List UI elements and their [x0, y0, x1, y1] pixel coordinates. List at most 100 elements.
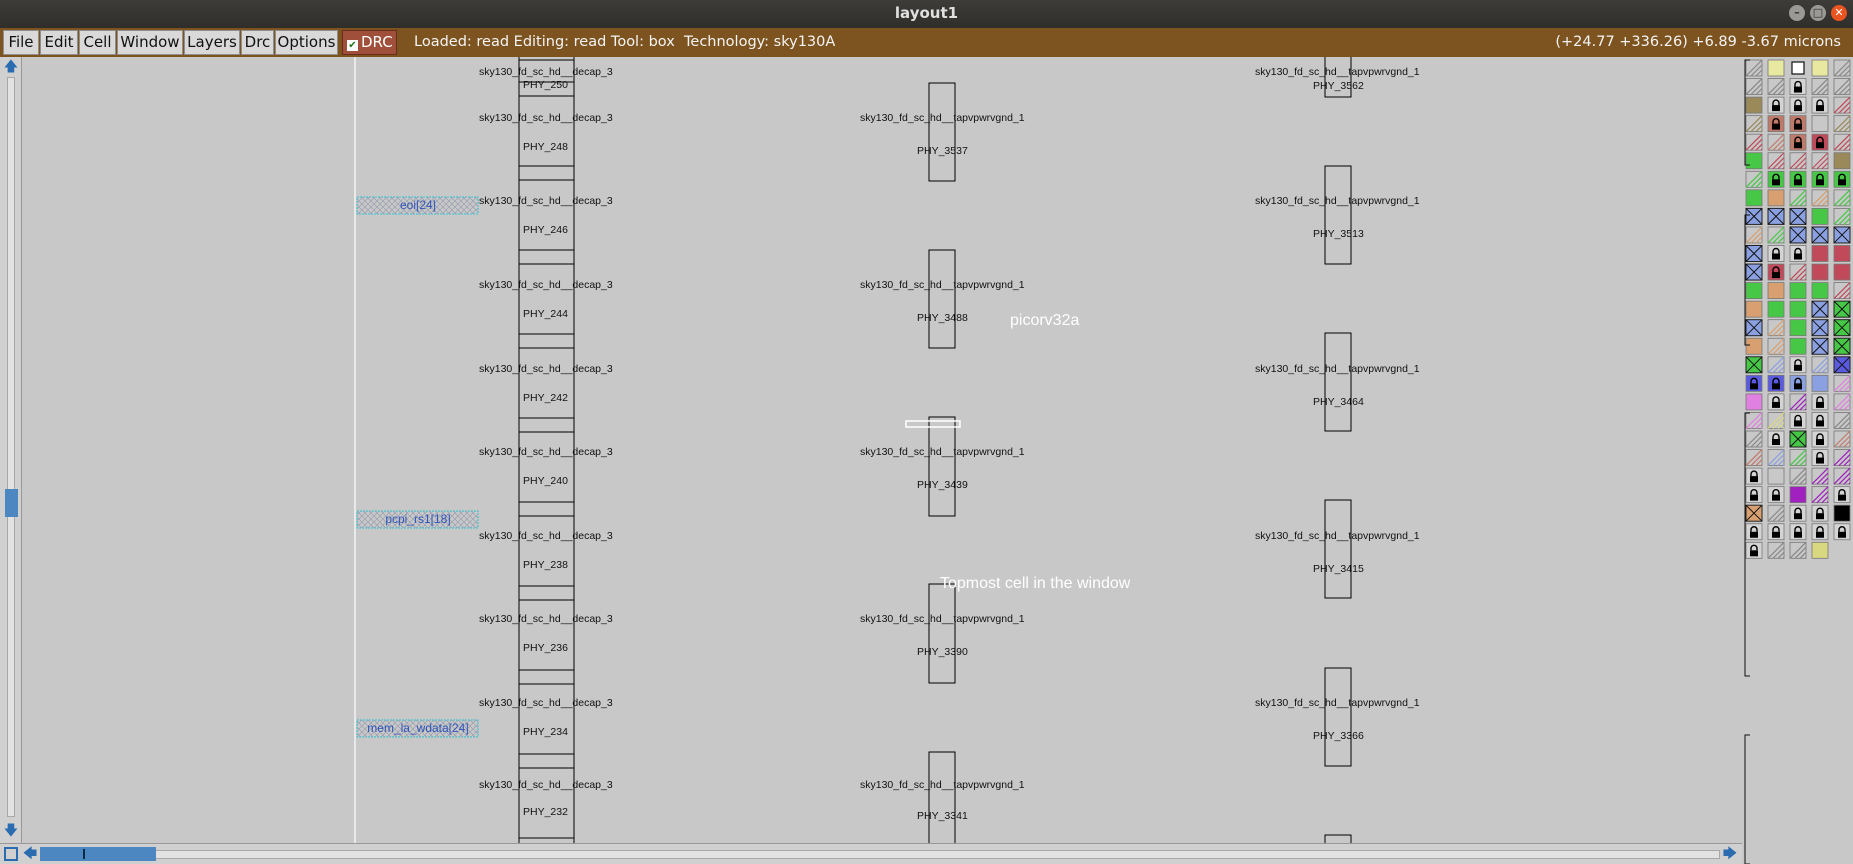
layer-swatch[interactable] [1833, 59, 1851, 77]
pin-label[interactable]: eoi[24] [356, 196, 479, 215]
vertical-scroll-thumb[interactable] [5, 489, 18, 517]
layer-swatch[interactable] [1745, 467, 1763, 485]
maximize-button[interactable]: □ [1810, 5, 1826, 21]
layer-swatch[interactable] [1811, 115, 1829, 133]
layer-swatch[interactable] [1789, 115, 1807, 133]
layer-swatch[interactable] [1811, 449, 1829, 466]
layer-swatch[interactable] [1745, 412, 1763, 429]
layer-swatch[interactable] [1811, 78, 1829, 95]
layer-swatch[interactable] [1767, 59, 1785, 77]
layer-swatch[interactable] [1745, 115, 1763, 133]
layer-swatch[interactable] [1789, 207, 1807, 225]
layer-swatch[interactable] [1767, 300, 1785, 318]
horizontal-scroll-thumb[interactable] [40, 847, 156, 861]
layer-swatch[interactable] [1833, 189, 1851, 207]
pin-label[interactable]: mem_la_wdata[24] [356, 719, 479, 738]
layer-swatch[interactable] [1833, 393, 1851, 411]
layer-swatch[interactable] [1833, 319, 1851, 337]
vertical-scroll-track[interactable] [7, 77, 15, 817]
layer-swatch[interactable] [1811, 523, 1829, 541]
layer-swatch[interactable] [1789, 245, 1807, 262]
layer-swatch[interactable] [1833, 374, 1851, 392]
layer-swatch[interactable] [1767, 245, 1785, 262]
layer-swatch[interactable] [1745, 541, 1763, 559]
layer-swatch[interactable] [1789, 412, 1807, 429]
layer-swatch[interactable] [1833, 133, 1851, 151]
layer-swatch[interactable] [1789, 319, 1807, 337]
scroll-left-icon[interactable]: 🡄 [22, 846, 38, 862]
layer-palette-grid[interactable] [1742, 57, 1853, 864]
layer-swatch[interactable] [1811, 467, 1829, 485]
layer-swatch[interactable] [1811, 319, 1829, 337]
layer-swatch[interactable] [1811, 504, 1829, 522]
layer-swatch[interactable] [1833, 245, 1851, 262]
layer-swatch[interactable] [1745, 337, 1763, 355]
menu-options[interactable]: Options [275, 30, 338, 55]
menu-edit[interactable]: Edit [40, 30, 78, 55]
layer-swatch[interactable] [1833, 504, 1851, 522]
layer-swatch[interactable] [1745, 133, 1763, 151]
layer-swatch[interactable] [1833, 467, 1851, 485]
layer-swatch[interactable] [1811, 59, 1829, 77]
layer-swatch[interactable] [1833, 152, 1851, 170]
layer-swatch[interactable] [1789, 449, 1807, 466]
layer-swatch[interactable] [1767, 504, 1785, 522]
minimize-button[interactable]: – [1789, 5, 1805, 21]
layer-swatch[interactable] [1745, 504, 1763, 522]
close-button[interactable]: ✕ [1831, 5, 1847, 21]
layer-swatch[interactable] [1767, 523, 1785, 541]
layer-swatch[interactable] [1767, 78, 1785, 95]
layer-swatch[interactable] [1767, 207, 1785, 225]
layer-swatch[interactable] [1767, 449, 1785, 466]
horizontal-scrollbar[interactable]: 🡄 🡆 [0, 843, 1742, 864]
layer-swatch[interactable] [1789, 226, 1807, 244]
layer-swatch[interactable] [1789, 337, 1807, 355]
layer-swatch[interactable] [1811, 393, 1829, 411]
layer-swatch[interactable] [1789, 356, 1807, 374]
layer-swatch[interactable] [1789, 78, 1807, 95]
layer-swatch[interactable] [1789, 541, 1807, 559]
layer-swatch[interactable] [1767, 486, 1785, 504]
layer-swatch[interactable] [1789, 96, 1807, 114]
layer-swatch[interactable] [1833, 523, 1851, 541]
layer-swatch[interactable] [1767, 133, 1785, 151]
vertical-scrollbar[interactable]: 🡅 🡇 [0, 57, 22, 843]
layer-swatch[interactable] [1789, 393, 1807, 411]
layer-swatch[interactable] [1745, 356, 1763, 374]
layer-swatch[interactable] [1789, 170, 1807, 188]
layer-swatch[interactable] [1811, 374, 1829, 392]
layer-swatch[interactable] [1745, 300, 1763, 318]
layer-swatch[interactable] [1767, 319, 1785, 337]
layer-swatch[interactable] [1745, 189, 1763, 207]
layer-swatch[interactable] [1789, 152, 1807, 170]
layer-swatch[interactable] [1811, 486, 1829, 504]
layer-swatch[interactable] [1791, 61, 1805, 75]
layer-swatch[interactable] [1789, 486, 1807, 504]
layer-swatch[interactable] [1789, 467, 1807, 485]
menu-file[interactable]: File [3, 30, 39, 55]
layer-swatch[interactable] [1745, 486, 1763, 504]
layer-swatch[interactable] [1811, 541, 1829, 559]
layer-swatch[interactable] [1745, 78, 1763, 95]
layer-swatch[interactable] [1811, 226, 1829, 244]
layer-swatch[interactable] [1767, 170, 1785, 188]
layer-swatch[interactable] [1767, 467, 1785, 485]
selection-box[interactable] [905, 420, 961, 428]
menu-drc[interactable]: Drc [241, 30, 274, 55]
menu-layers[interactable]: Layers [184, 30, 240, 55]
layer-swatch[interactable] [1833, 356, 1851, 374]
layer-swatch[interactable] [1745, 263, 1763, 281]
layer-swatch[interactable] [1767, 374, 1785, 392]
